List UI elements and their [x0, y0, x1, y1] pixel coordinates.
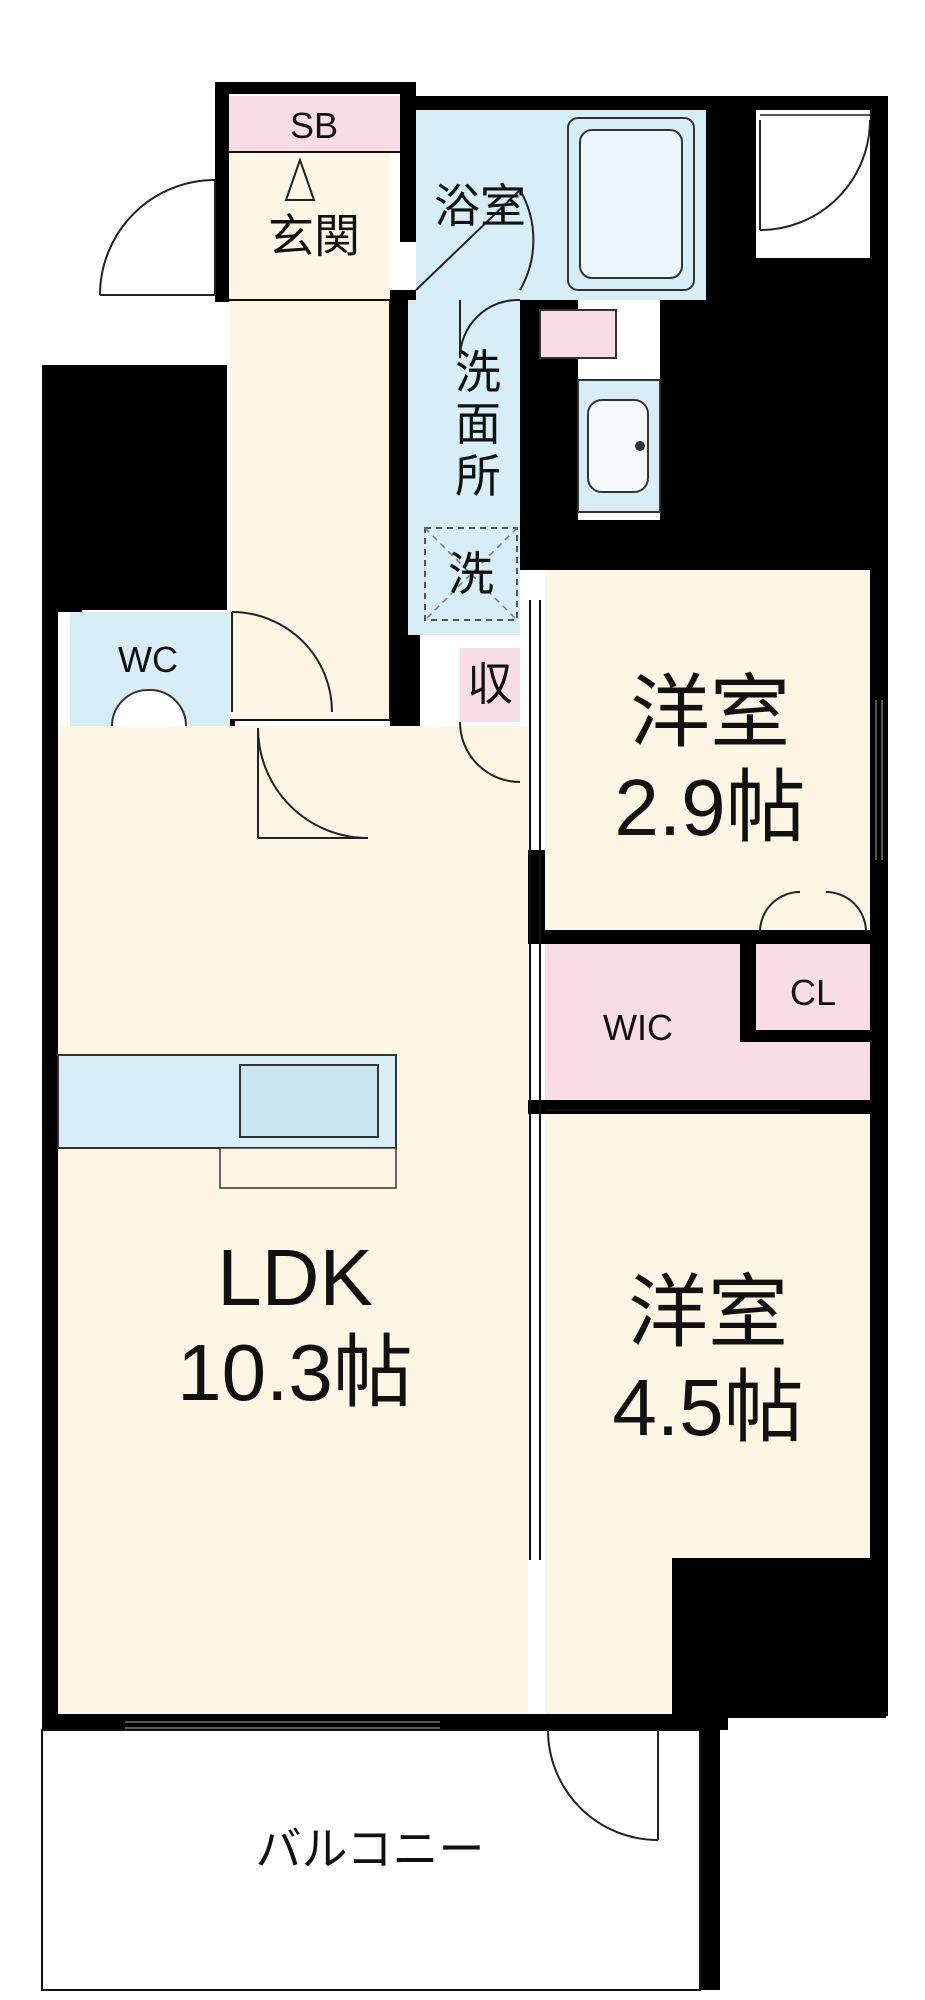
western-room-1-size: 2.9帖 — [614, 763, 805, 852]
ldk-name: LDK — [217, 1233, 373, 1322]
door-swings — [99, 119, 871, 1841]
partitions — [125, 114, 883, 1729]
washroom-floor — [408, 300, 520, 635]
room-label-genkan: 玄関 — [268, 210, 360, 262]
linen-box — [539, 309, 617, 359]
cl-floor — [756, 944, 870, 1030]
sb-floor — [229, 96, 400, 152]
ldk-floor — [58, 726, 528, 1714]
hallway-floor — [230, 300, 390, 720]
washroom-char-1: 洗 — [455, 346, 501, 398]
room-label-bath: 浴室 — [434, 180, 526, 232]
room-label-balcony: バルコニー — [255, 1823, 484, 1875]
washer-label: 洗 — [448, 548, 494, 600]
room-label-storage: 収 — [467, 658, 513, 710]
ldk-size: 10.3帖 — [177, 1328, 413, 1417]
room-label-washroom: 洗 面 所 — [455, 346, 501, 502]
western-room-2-name: 洋室 — [628, 1268, 788, 1357]
western-room-2-size: 4.5帖 — [612, 1363, 803, 1452]
room-label-sb: SB — [290, 105, 338, 146]
room-label-wc: WC — [118, 639, 178, 680]
washroom-char-2: 面 — [455, 398, 501, 450]
room-label-cl: CL — [790, 972, 836, 1013]
balcony-floor — [41, 1729, 701, 1991]
storage-floor — [460, 648, 520, 722]
western-room-1-name: 洋室 — [630, 668, 790, 757]
room-label-wic: WIC — [603, 1007, 673, 1048]
washroom-char-3: 所 — [455, 450, 501, 502]
kitchen-sink — [239, 1064, 379, 1138]
genkan-floor — [229, 152, 390, 300]
washer-pad — [424, 527, 518, 621]
western-room-1-floor — [545, 570, 870, 930]
western-room-2-floor — [545, 1114, 870, 1558]
wic-floor — [545, 944, 740, 1100]
bathtub — [567, 117, 695, 291]
